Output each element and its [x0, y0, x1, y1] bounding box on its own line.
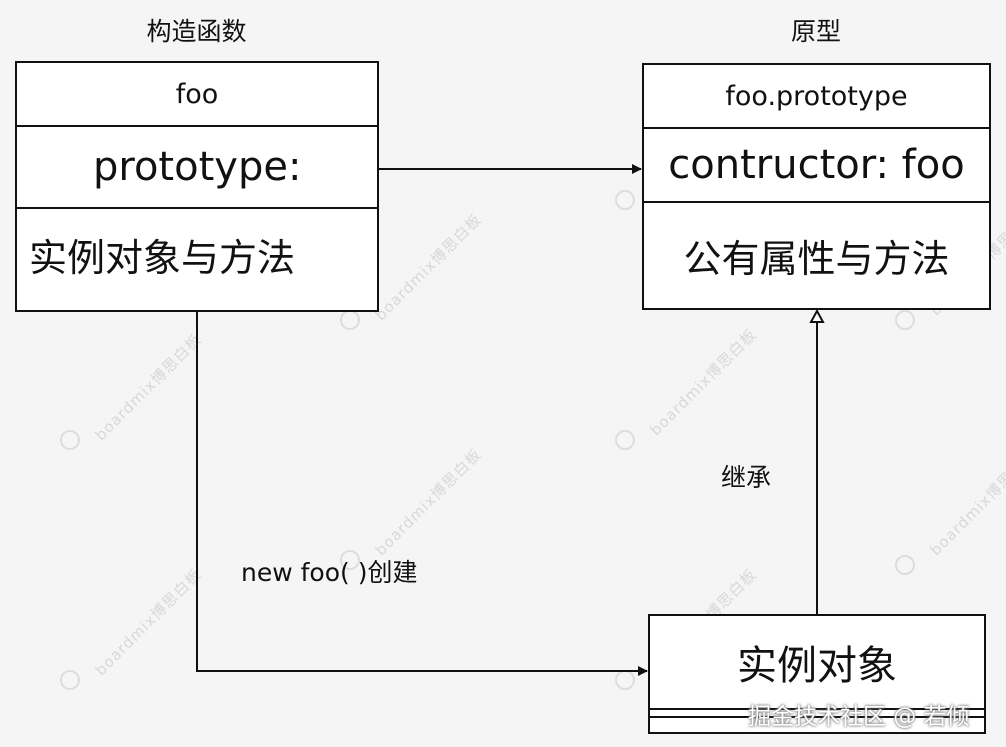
create-instance-arrow — [196, 312, 648, 676]
boardmix-logo-icon — [615, 190, 635, 210]
prototype-methods-label: 公有属性与方法 — [683, 237, 950, 281]
juejin-footer-watermark: 掘金技术社区 @ 若倾 — [748, 704, 970, 730]
instance-box[interactable]: 实例对象 — [648, 614, 986, 734]
create-edge-label: new foo( )创建 — [241, 558, 418, 587]
inherit-edge-label: 继承 — [721, 463, 772, 492]
boardmix-logo-icon — [895, 310, 915, 330]
boardmix-logo-icon — [60, 430, 80, 450]
instance-method-compartment — [650, 716, 984, 732]
prototype-box[interactable]: foo.prototype contructor: foo 公有属性与方法 — [642, 63, 991, 310]
prototype-property-row: contructor: foo — [644, 127, 989, 201]
prototype-caption: 原型 — [790, 17, 841, 46]
prototype-title: foo.prototype — [725, 80, 908, 112]
constructor-property: contructor: foo — [668, 142, 965, 188]
inherit-arrowhead-icon — [809, 308, 825, 323]
boardmix-logo-icon — [340, 550, 360, 570]
boardmix-logo-icon — [615, 430, 635, 450]
prototype-section-row: 公有属性与方法 — [644, 201, 989, 308]
constructor-property-row: prototype: — [17, 125, 377, 207]
prototype-title-row: foo.prototype — [644, 65, 989, 127]
constructor-caption: 构造函数 — [146, 17, 247, 46]
constructor-box[interactable]: foo prototype: 实例对象与方法 — [15, 61, 379, 312]
boardmix-logo-icon — [895, 555, 915, 575]
prototype-property: prototype: — [93, 144, 302, 190]
instance-title: 实例对象 — [737, 643, 897, 689]
constructor-section-row: 实例对象与方法 — [17, 207, 377, 310]
constructor-methods-label: 实例对象与方法 — [29, 236, 296, 280]
constructor-title-row: foo — [17, 63, 377, 125]
instance-title-row: 实例对象 — [650, 616, 984, 708]
constructor-title: foo — [175, 78, 219, 110]
boardmix-logo-icon — [60, 670, 80, 690]
instance-attr-compartment — [650, 708, 984, 716]
